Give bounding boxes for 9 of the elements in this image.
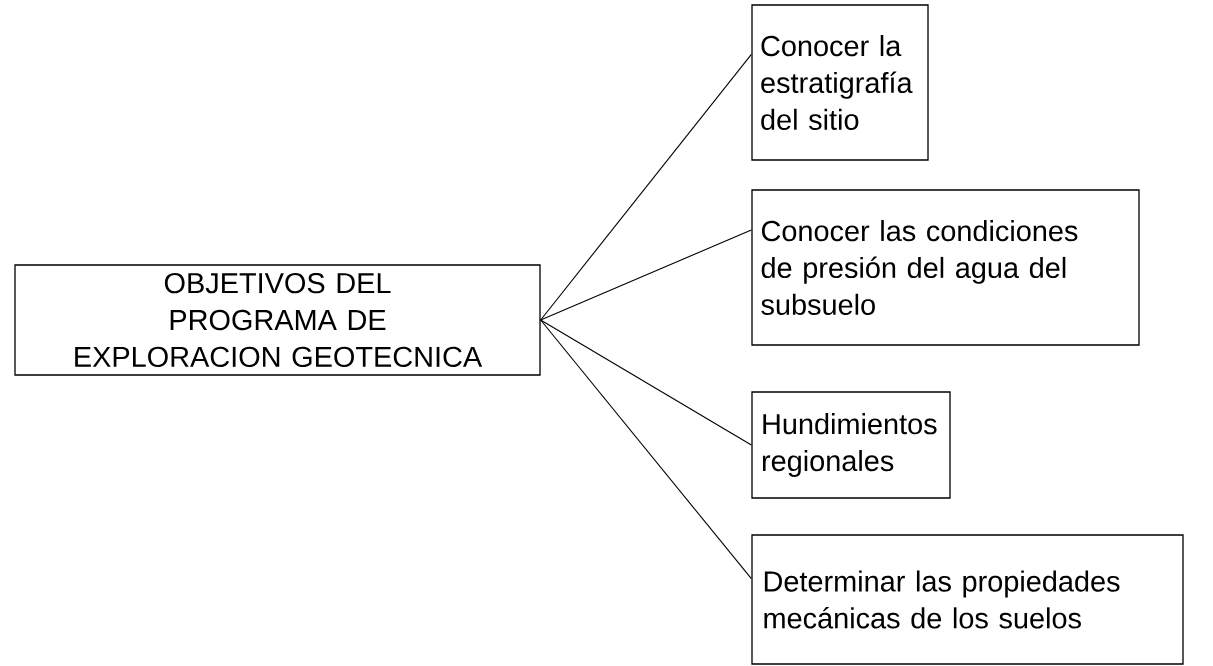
objective-box: Determinar las propiedades mecánicas de los suelos xyxy=(751,534,1184,665)
connector-line xyxy=(540,229,752,321)
objective-box: Conocer la estratigrafía del sitio xyxy=(751,4,929,161)
objective-box: Hundimientos regionales xyxy=(751,391,951,499)
connector-line xyxy=(540,319,752,446)
connector-line xyxy=(540,53,752,321)
title-box: OBJETIVOS DEL PROGRAMA DE EXPLORACION GEOTECNICA xyxy=(14,264,541,376)
objective-box: Conocer las condiciones de presión del agua del subsuelo xyxy=(751,189,1140,346)
connector-line xyxy=(540,319,752,580)
